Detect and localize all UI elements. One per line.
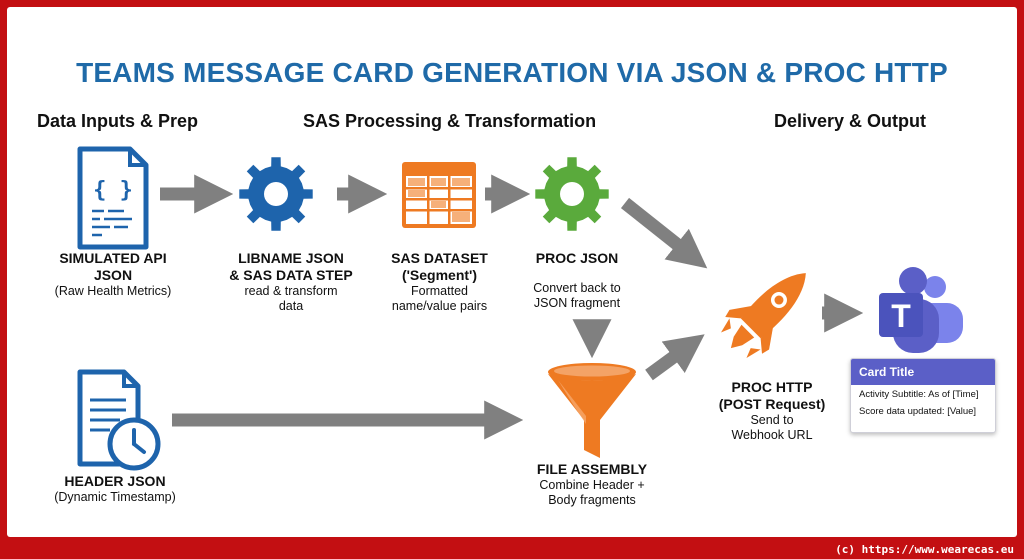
gear-hole bbox=[560, 182, 584, 206]
node-subtitle: Send to Webhook URL bbox=[731, 412, 813, 442]
node-proc-http: PROC HTTP (POST Request) Send to Webhook… bbox=[702, 379, 842, 443]
node-subtitle: Formatted name/value pairs bbox=[391, 283, 488, 313]
node-simulated-api-json: SIMULATED API JSON (Raw Health Metrics) bbox=[43, 250, 183, 299]
node-title: LIBNAME JSON & SAS DATA STEP bbox=[229, 250, 353, 283]
node-title: FILE ASSEMBLY bbox=[536, 461, 648, 477]
node-file-assembly: FILE ASSEMBLY Combine Header + Body frag… bbox=[512, 461, 672, 508]
node-title: PROC HTTP (POST Request) bbox=[718, 379, 826, 412]
rocket-icon bbox=[720, 273, 806, 359]
card-title: Card Title bbox=[851, 359, 995, 385]
gear-icon bbox=[535, 157, 609, 231]
node-subtitle: (Dynamic Timestamp) bbox=[54, 489, 176, 504]
node-sas-dataset: SAS DATASET ('Segment') Formatted name/v… bbox=[372, 250, 507, 314]
arrow-procjson-to-prochttp bbox=[620, 197, 708, 269]
node-subtitle: Combine Header + Body fragments bbox=[539, 477, 645, 507]
section-heading-processing: SAS Processing & Transformation bbox=[303, 111, 597, 131]
copyright-footer: (c) https://www.wearecas.eu bbox=[835, 543, 1014, 556]
json-document-icon: { } bbox=[77, 146, 149, 250]
section-heading-inputs: Data Inputs & Prep bbox=[37, 111, 199, 131]
node-title: SAS DATASET ('Segment') bbox=[391, 250, 488, 283]
funnel-icon bbox=[548, 363, 636, 458]
card-score-line: Score data updated: [Value] bbox=[859, 406, 977, 417]
gear-icon bbox=[239, 157, 313, 231]
node-subtitle: (Raw Health Metrics) bbox=[54, 283, 172, 298]
svg-text:{ }: { } bbox=[93, 178, 133, 203]
arrow-assembly-to-prochttp bbox=[645, 334, 705, 381]
diagram-panel: { } bbox=[7, 7, 1017, 537]
table-icon bbox=[402, 162, 476, 228]
node-subtitle: read & transform data bbox=[244, 283, 338, 313]
node-title: SIMULATED API JSON bbox=[59, 250, 167, 283]
microsoft-teams-icon: T bbox=[879, 267, 963, 353]
document-clock-icon bbox=[77, 369, 161, 471]
gear-hole bbox=[264, 182, 288, 206]
node-title: HEADER JSON bbox=[64, 473, 166, 489]
node-header-json: HEADER JSON (Dynamic Timestamp) bbox=[35, 473, 195, 505]
node-proc-json: PROC JSON Convert back to JSON fragment bbox=[517, 250, 637, 311]
node-libname-json: LIBNAME JSON & SAS DATA STEP read & tran… bbox=[221, 250, 361, 314]
card-activity-subtitle: Activity Subtitle: As of [Time] bbox=[859, 389, 979, 400]
teams-message-card: Card Title Activity Subtitle: As of [Tim… bbox=[850, 358, 996, 433]
page-title: TEAMS MESSAGE CARD GENERATION VIA JSON &… bbox=[76, 57, 948, 88]
node-title: PROC JSON bbox=[535, 250, 619, 266]
node-subtitle: Convert back to JSON fragment bbox=[533, 280, 621, 310]
section-heading-delivery: Delivery & Output bbox=[774, 111, 927, 131]
flow-arrows bbox=[160, 174, 864, 440]
diagram-canvas: { } bbox=[77, 146, 963, 471]
svg-text:T: T bbox=[891, 298, 911, 334]
